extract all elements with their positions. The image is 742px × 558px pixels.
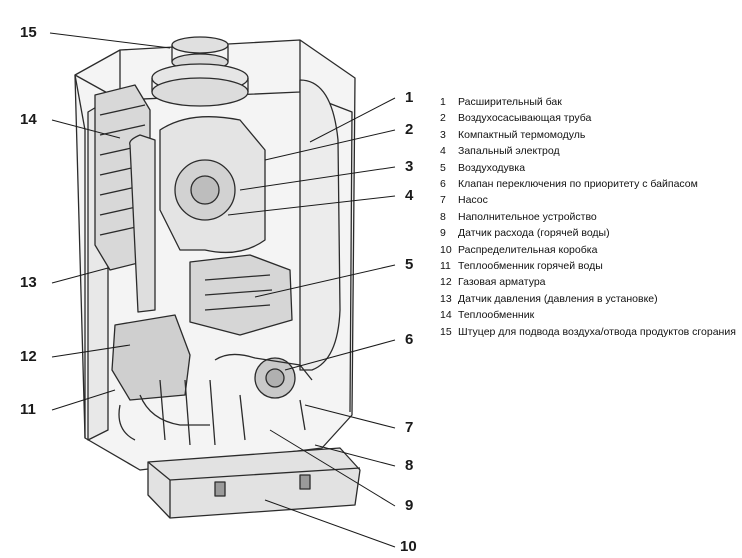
legend-number: 3 [440,128,446,141]
legend-number: 10 [440,243,452,256]
leader-5 [254,264,396,298]
legend-item: 6 Клапан переключения по приоритету с бай… [440,176,740,192]
callout-4: 4 [405,187,414,204]
legend-number: 8 [440,210,446,223]
legend-item: 14 Теплообменник [440,307,740,323]
legend-item: 15 Штуцер для подвода воздуха/отвода прод… [440,324,740,340]
legend-text: Запальный электрод [458,145,560,158]
callout-2: 2 [405,121,414,138]
callout-12: 12 [20,348,37,365]
legend-text: Газовая арматура [458,276,546,289]
legend-number: 6 [440,178,446,191]
legend-item: 7 Насос [440,192,740,208]
legend-text: Расширительный бак [458,96,562,108]
legend-item: 5 Воздуходувка [440,160,740,176]
callout-13: 13 [20,274,37,291]
leader-12 [51,344,131,358]
legend-number: 13 [440,292,452,305]
legend-text: Воздуходувка [458,161,526,174]
legend-number: 4 [440,145,446,158]
legend-item: 8 Наполнительное устройство [440,209,740,225]
leader-10 [264,499,396,548]
legend-text: Датчик давления (давления в установке) [458,292,658,305]
callout-3: 3 [405,158,414,175]
callout-1: 1 [405,89,414,106]
legend-item: 9 Датчик расхода (горячей воды) [440,225,740,241]
callout-8: 8 [405,457,414,474]
legend-item: 3 Компактный термомодуль [440,127,740,143]
legend-number: 9 [440,227,446,240]
legend-text: Наполнительное устройство [458,210,597,223]
leader-7 [304,404,396,429]
callout-6: 6 [405,331,414,348]
legend-number: 11 [440,260,451,273]
leader-14 [51,119,121,139]
legend-item: 4 Запальный электрод [440,143,740,159]
legend-item: 12 Газовая арматура [440,274,740,290]
callout-10: 10 [400,538,417,555]
gas-valve [111,314,191,401]
legend-item: 13 Датчик давления (давления в установке) [440,291,740,307]
callout-15: 15 [20,24,37,41]
legend-number: 2 [440,112,446,125]
leader-3 [239,166,396,191]
leader-8 [314,444,396,467]
legend-number: 14 [440,309,452,322]
legend-number: 7 [440,194,446,207]
legend-number: 15 [440,325,452,338]
leader-2 [264,129,396,161]
legend-text: Насос [458,194,488,207]
legend-text: Компактный термомодуль [458,128,586,141]
expansion-tank [299,79,341,371]
legend-item: 11 Теплообменник горячей воды [440,258,740,274]
legend-text: Штуцер для подвода воздуха/отвода продук… [458,325,736,338]
legend-number: 1 [440,96,446,108]
legend-item: 10 Распределительная коробка [440,242,740,258]
legend-text: Клапан переключения по приоритету с байп… [458,178,698,191]
flue-connector-top [171,36,229,54]
legend-text: Воздухосасывающая труба [458,112,592,125]
legend-text: Датчик расхода (горячей воды) [458,227,610,240]
legend-item: 1 Расширительный бак [440,94,740,110]
callout-14: 14 [20,111,37,128]
legend-number: 12 [440,276,452,289]
callout-11: 11 [20,401,36,418]
leader-1 [309,97,396,143]
parts-legend: 1 Расширительный бак 2 Воздухосасывающая т… [440,94,740,340]
callout-5: 5 [405,256,414,273]
callout-7: 7 [405,419,414,436]
leader-13 [51,267,109,284]
leader-4 [227,195,396,216]
legend-text: Распределительная коробка [458,243,598,256]
legend-text: Теплообменник горячей воды [458,260,603,273]
distribution-box [147,447,361,519]
legend-item: 2 Воздухосасывающая труба [440,110,740,126]
leader-11 [51,389,116,411]
legend-text: Теплообменник [458,309,535,322]
leader-15 [49,32,171,49]
callout-9: 9 [405,497,414,514]
leader-6 [284,339,396,371]
legend-number: 5 [440,161,446,174]
leader-9 [269,429,396,507]
